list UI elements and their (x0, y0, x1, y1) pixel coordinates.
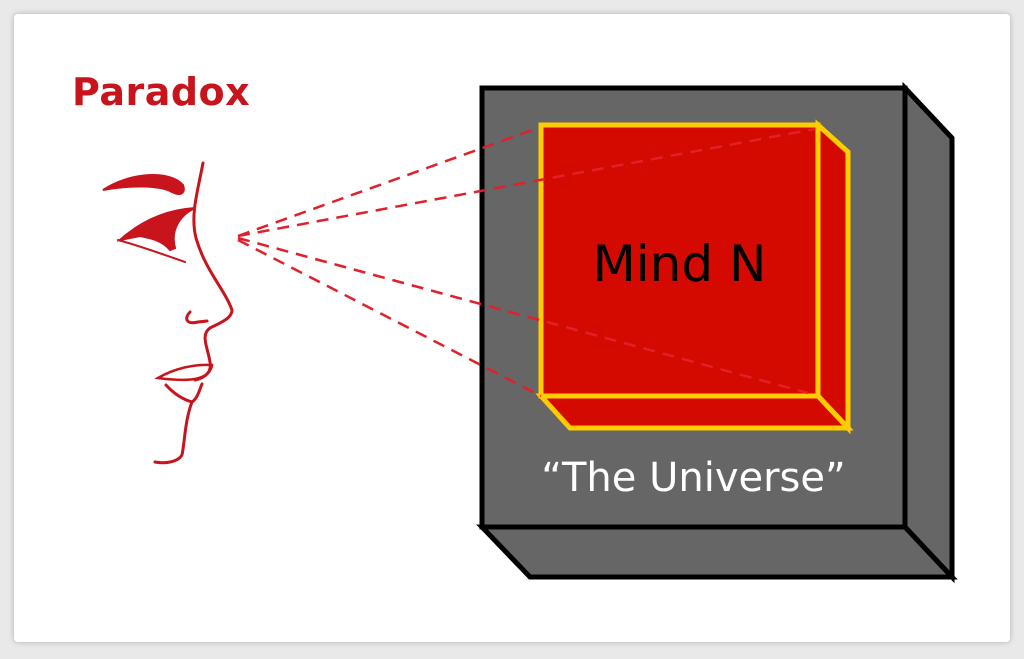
mind-box-side (815, 119, 851, 435)
universe-box-label: “The Universe” (541, 455, 846, 501)
mind-box-bottom (535, 393, 854, 431)
title: Paradox (72, 70, 251, 114)
sight-lines (237, 126, 816, 398)
mind-box-label: Mind N (592, 235, 767, 293)
sight-line-4 (237, 238, 542, 398)
mind-box-front (538, 122, 821, 399)
face-profile-icon (102, 161, 234, 465)
sight-line-2 (237, 127, 816, 238)
universe-box-bottom (476, 524, 958, 580)
mind-box (535, 119, 854, 435)
sight-line-1 (237, 126, 539, 238)
universe-box-side (902, 81, 955, 584)
